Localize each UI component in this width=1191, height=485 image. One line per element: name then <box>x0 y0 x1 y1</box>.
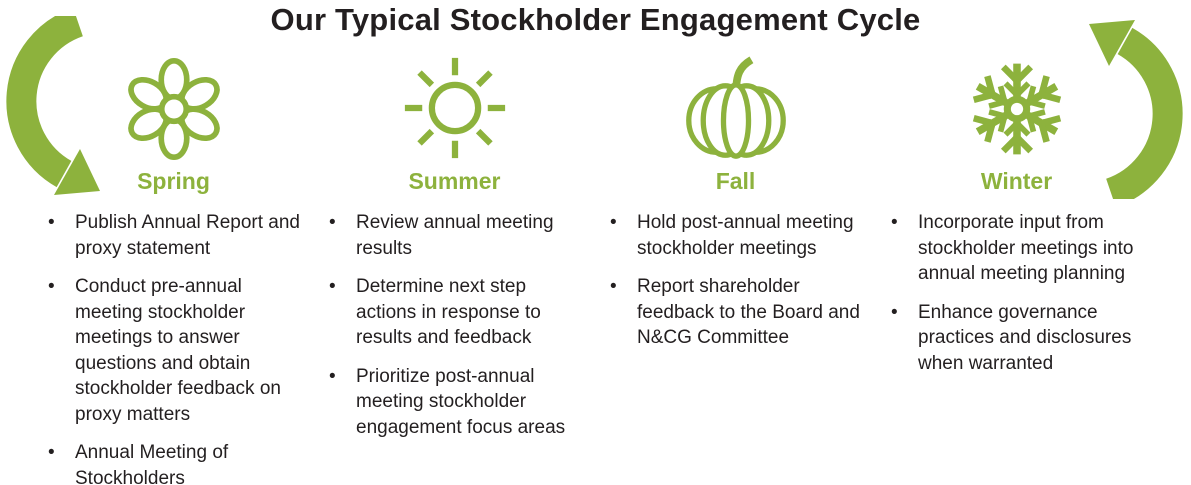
bullet-glyph: • <box>610 212 617 233</box>
season-label-summer: Summer <box>408 168 501 194</box>
fall-bullet-list: • Hold post-annual meeting stockholder m… <box>606 210 865 351</box>
bullet-glyph: • <box>610 276 617 297</box>
bullet-text: Enhance governance practices and disclos… <box>918 301 1132 374</box>
bullet-glyph: • <box>891 212 898 233</box>
spring-bullet-list: • Publish Annual Report and proxy statem… <box>44 210 303 485</box>
season-column-winter: Winter • Incorporate input from stockhol… <box>887 55 1146 485</box>
season-label-spring: Spring <box>137 168 210 194</box>
bullet-text: Incorporate input from stockholder meeti… <box>918 212 1134 284</box>
season-label-fall: Fall <box>715 168 756 194</box>
bullet-text: Hold post-annual meeting stockholder mee… <box>637 212 854 259</box>
bullet-item: • Hold post-annual meeting stockholder m… <box>610 210 865 261</box>
winter-bullet-list: • Incorporate input from stockholder mee… <box>887 210 1146 376</box>
summer-bullet-list: • Review annual meeting results • Determ… <box>325 210 584 440</box>
pumpkin-icon <box>685 56 786 159</box>
sun-icon <box>404 57 505 159</box>
page-title: Our Typical Stockholder Engagement Cycle <box>270 2 921 37</box>
seasons-row: Spring • Publish Annual Report and proxy… <box>44 55 1146 485</box>
bullet-item: • Annual Meeting of Stockholders <box>48 440 303 485</box>
bullet-text: Report shareholder feedback to the Board… <box>637 276 860 348</box>
bullet-glyph: • <box>329 212 336 233</box>
bullet-item: • Incorporate input from stockholder mee… <box>891 210 1146 287</box>
bullet-glyph: • <box>48 442 55 463</box>
season-column-summer: Summer • Review annual meeting results •… <box>325 55 584 485</box>
bullet-item: • Publish Annual Report and proxy statem… <box>48 210 303 261</box>
bullet-text: Publish Annual Report and proxy statemen… <box>75 212 300 259</box>
bullet-item: • Determine next step actions in respons… <box>329 274 584 351</box>
bullet-glyph: • <box>48 276 55 297</box>
bullet-text: Prioritize post-annual meeting stockhold… <box>356 365 566 438</box>
snowflake-icon <box>965 63 1069 161</box>
bullet-glyph: • <box>329 365 336 387</box>
cycle-arrow-left-icon <box>6 16 100 195</box>
bullet-item: • Enhance governance practices and discl… <box>891 300 1146 377</box>
season-column-spring: Spring • Publish Annual Report and proxy… <box>44 55 303 485</box>
cycle-arrow-right-icon <box>1089 20 1183 199</box>
bullet-glyph: • <box>48 212 55 233</box>
bullet-item: • Prioritize post-annual meeting stockho… <box>329 364 584 441</box>
bullet-glyph: • <box>329 276 336 297</box>
bullet-item: • Conduct pre-annual meeting stockholder… <box>48 274 303 427</box>
flower-icon <box>127 57 220 161</box>
bullet-item: • Review annual meeting results <box>329 210 584 261</box>
bullet-text: Review annual meeting results <box>356 212 554 259</box>
bullet-text: Conduct pre-annual meeting stockholder m… <box>75 276 281 425</box>
season-column-fall: Fall • Hold post-annual meeting stockhol… <box>606 55 865 485</box>
bullet-item: • Report shareholder feedback to the Boa… <box>610 274 865 351</box>
bullet-text: Determine next step actions in response … <box>356 276 541 348</box>
season-label-winter: Winter <box>980 168 1053 194</box>
bullet-glyph: • <box>891 301 898 323</box>
bullet-text: Annual Meeting of Stockholders <box>75 442 229 485</box>
